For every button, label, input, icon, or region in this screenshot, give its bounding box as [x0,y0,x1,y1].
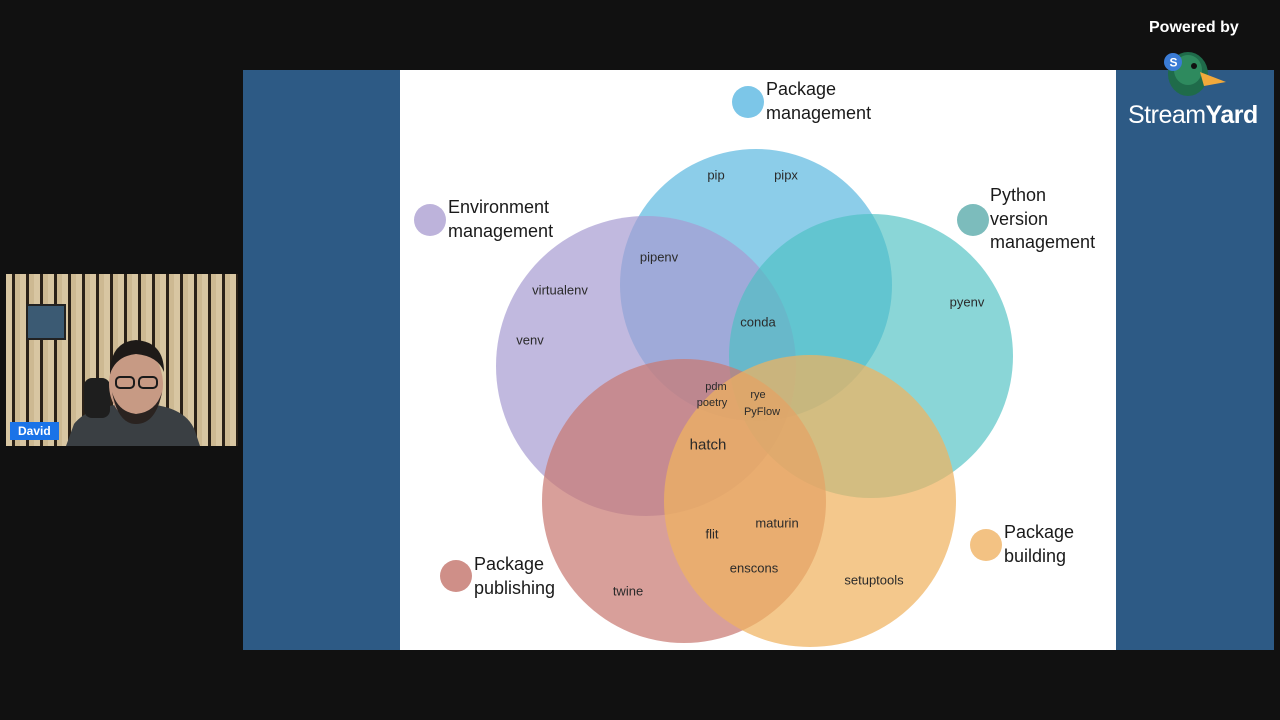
tool-enscons: enscons [729,560,779,576]
tool-rye: rye [750,389,766,401]
tool-pyenv: pyenv [949,294,985,310]
tool-pip: pip [707,167,725,183]
label-package-publishing: Package publishing [474,553,555,600]
venn-diagram [496,149,1013,647]
tool-pdm: pdm [705,381,727,393]
label-line: Package [474,554,545,574]
label-line: publishing [474,577,556,598]
legend-dot-package-publishing [440,560,472,592]
label-line: Package [766,79,837,99]
label-line: Environment [448,197,550,217]
participant-name-tag: David [10,422,59,440]
label-python-version-management: Python version management [990,184,1095,255]
label-package-management: Package management [766,78,871,125]
brand-part-yard: Yard [1205,101,1259,129]
svg-text:S: S [1170,56,1178,70]
tool-venv: venv [516,332,544,348]
tool-pyflow: PyFlow [743,406,781,418]
label-line: version [990,208,1049,229]
tool-twine: twine [612,583,644,599]
participant-video[interactable] [6,274,238,446]
streamyard-wordmark: StreamYard [1128,101,1258,130]
tool-setuptools: setuptools [844,572,904,588]
tool-pipx: pipx [774,167,798,183]
label-package-building: Package building [1004,521,1074,568]
label-line: Python [990,185,1047,205]
tool-virtualenv: virtualenv [532,282,588,298]
tool-flit: flit [705,526,719,542]
label-line: building [1004,545,1067,566]
label-line: management [766,102,872,123]
brand-part-stream: Stream [1128,101,1206,129]
tool-hatch: hatch [689,436,727,454]
streamyard-duck-logo-icon: S [1164,52,1226,96]
tool-maturin: maturin [755,515,799,531]
tool-conda: conda [740,314,776,330]
powered-by-text: Powered by [1149,19,1239,36]
participant-silhouette [66,340,200,446]
label-environment-management: Environment management [448,196,553,243]
wall-picture [26,304,66,340]
circle-package-building [664,355,956,647]
tool-poetry: poetry [696,397,728,409]
tool-pipenv: pipenv [639,249,679,265]
label-line: Package [1004,522,1075,542]
legend-dot-package-building [970,529,1002,561]
legend-dot-environment-management [414,204,446,236]
presentation-slide: Package management Environment managemen… [400,70,1116,650]
legend-dot-python-version-management [957,204,989,236]
label-line: management [448,220,554,241]
legend-dot-package-management [732,86,764,118]
label-line: management [990,232,1096,252]
